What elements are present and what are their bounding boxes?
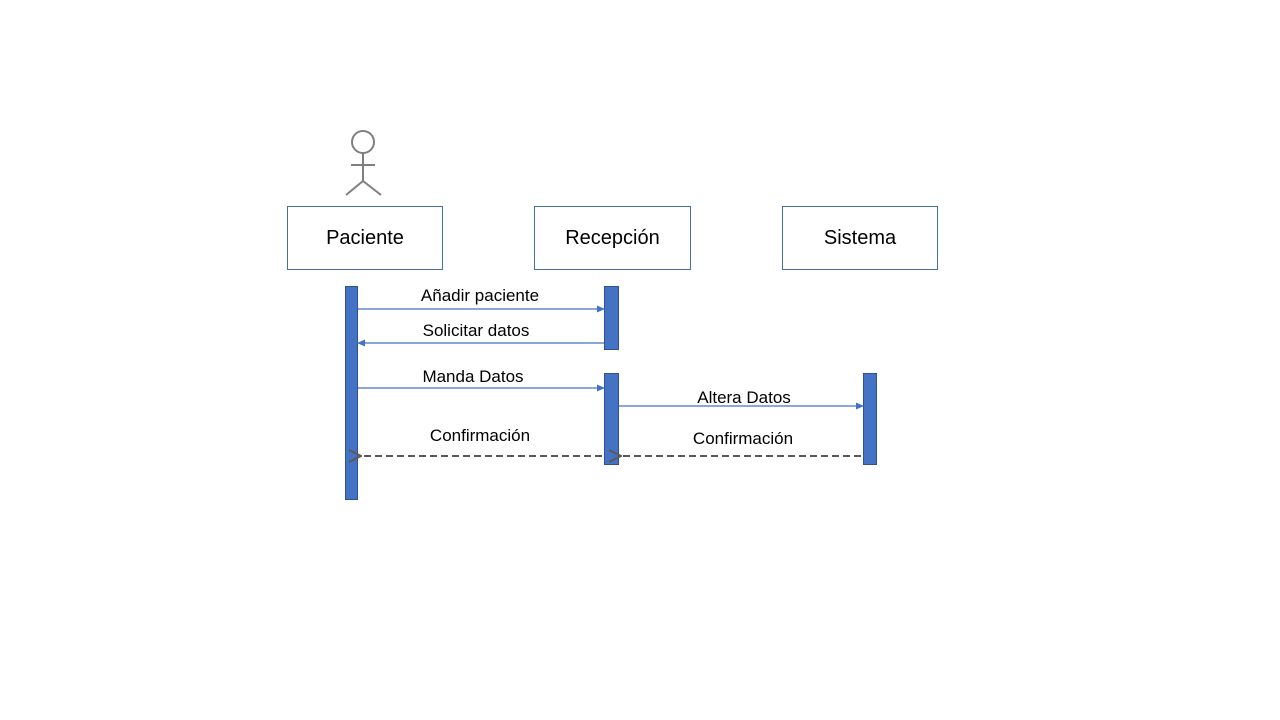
- message-label: Solicitar datos: [422, 321, 530, 340]
- message-label: Manda Datos: [422, 367, 524, 386]
- actor-icon: [345, 130, 382, 196]
- activation-paciente: [345, 286, 358, 500]
- participant-sistema: Sistema: [782, 206, 938, 270]
- activation-recepcion-1: [604, 286, 619, 350]
- activation-recepcion-2: [604, 373, 619, 465]
- activation-sistema: [863, 373, 877, 465]
- participant-paciente: Paciente: [287, 206, 443, 270]
- message-label: Confirmación: [692, 429, 794, 448]
- message-label: Confirmación: [429, 426, 531, 445]
- participant-label: Sistema: [823, 226, 897, 249]
- participant-recepcion: Recepción: [534, 206, 691, 270]
- message-label: Añadir paciente: [420, 286, 540, 305]
- participant-label: Recepción: [565, 226, 660, 249]
- message-label: Altera Datos: [697, 388, 791, 407]
- participant-label: Paciente: [326, 226, 404, 249]
